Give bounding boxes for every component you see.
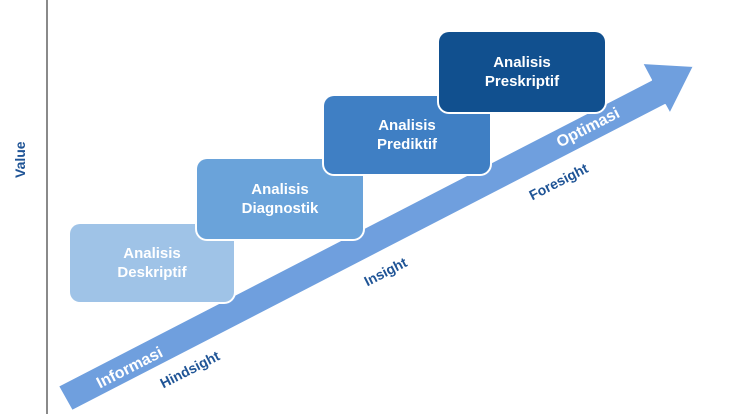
step-analisis-prediktif: Analisis Prediktif [324, 96, 490, 174]
step-analisis-preskriptif: Analisis Preskriptif [439, 32, 605, 112]
step-2-line1: Analisis [251, 181, 309, 198]
growth-arrow-shape [57, 62, 695, 412]
step-analisis-diagnostik: Analisis Diagnostik [197, 159, 363, 239]
step-1-line2: Deskriptif [117, 264, 187, 281]
step-3-line2: Prediktif [376, 136, 437, 153]
step-3-line1: Analisis [378, 117, 436, 134]
value-axis-line [46, 0, 48, 414]
step-4-line1: Analisis [493, 54, 551, 71]
step-1-line1: Analisis [123, 245, 181, 262]
step-2-line2: Diagnostik [241, 200, 319, 217]
step-4-line2: Preskriptif [484, 73, 560, 90]
